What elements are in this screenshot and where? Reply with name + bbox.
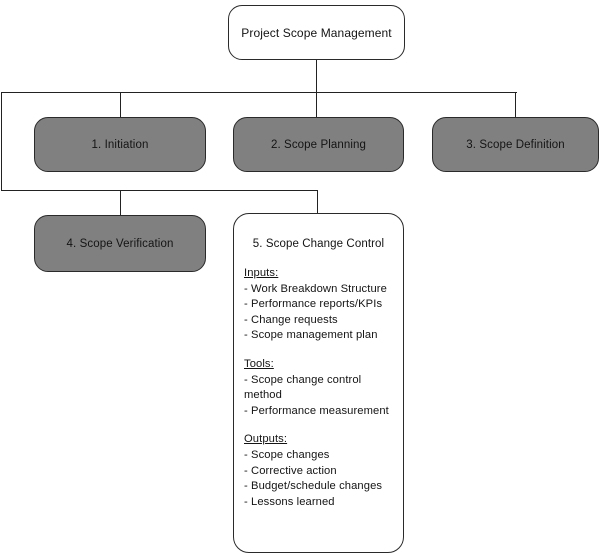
node-scope-definition[interactable]: 3. Scope Definition bbox=[432, 117, 599, 172]
node-initiation-label: 1. Initiation bbox=[91, 138, 149, 151]
connector-drop-scope-definition bbox=[515, 92, 517, 118]
node-scope-verification[interactable]: 4. Scope Verification bbox=[34, 215, 206, 272]
connector-drop-scope-verification bbox=[120, 190, 122, 216]
node-scope-change-control-body: Inputs: - Work Breakdown Structure - Perfo… bbox=[234, 266, 403, 510]
detail-group-heading: Tools: bbox=[244, 357, 274, 370]
detail-group-item: - Change requests bbox=[244, 313, 338, 326]
connector-left-riser bbox=[1, 92, 3, 191]
detail-group-item: - Performance measurement bbox=[244, 404, 389, 417]
node-scope-planning[interactable]: 2. Scope Planning bbox=[233, 117, 404, 172]
detail-group-item: - Budget/schedule changes bbox=[244, 480, 383, 493]
node-scope-verification-label: 4. Scope Verification bbox=[66, 237, 174, 250]
node-scope-definition-label: 3. Scope Definition bbox=[466, 138, 565, 151]
detail-group-item: - Performance reports/KPIs bbox=[244, 298, 383, 311]
detail-group-item: - Lessons learned bbox=[244, 495, 335, 508]
detail-group-item: - Corrective action bbox=[244, 464, 337, 477]
connector-horizontal-bus-top bbox=[1, 92, 517, 94]
detail-group: Inputs: - Work Breakdown Structure - Perfo… bbox=[244, 266, 395, 344]
connector-drop-scope-change-control bbox=[317, 190, 319, 214]
node-root-label: Project Scope Management bbox=[241, 25, 392, 40]
detail-group-item: - Work Breakdown Structure bbox=[244, 282, 387, 295]
node-scope-change-control-title: 5. Scope Change Control bbox=[252, 238, 385, 250]
connector-root-stem bbox=[316, 60, 318, 93]
connector-drop-initiation bbox=[120, 92, 122, 118]
connector-horizontal-bus-bottom bbox=[1, 190, 318, 192]
detail-group-heading: Inputs: bbox=[244, 267, 279, 279]
detail-group-item: - Scope changes bbox=[244, 448, 330, 461]
detail-group-item: - Scope management plan bbox=[244, 329, 378, 342]
connector-drop-scope-planning bbox=[316, 92, 318, 118]
detail-group-heading: Outputs: bbox=[244, 433, 288, 446]
detail-group: Tools: - Scope change control method - Per… bbox=[244, 357, 395, 419]
node-scope-planning-label: 2. Scope Planning bbox=[270, 138, 367, 151]
detail-group-item: - Scope change control method bbox=[244, 373, 362, 402]
node-scope-change-control[interactable]: 5. Scope Change Control Inputs: - Work Br… bbox=[233, 213, 404, 553]
detail-group: Outputs: - Scope changes - Corrective acti… bbox=[244, 432, 395, 510]
node-initiation[interactable]: 1. Initiation bbox=[34, 117, 206, 172]
node-project-scope-management[interactable]: Project Scope Management bbox=[228, 5, 405, 60]
